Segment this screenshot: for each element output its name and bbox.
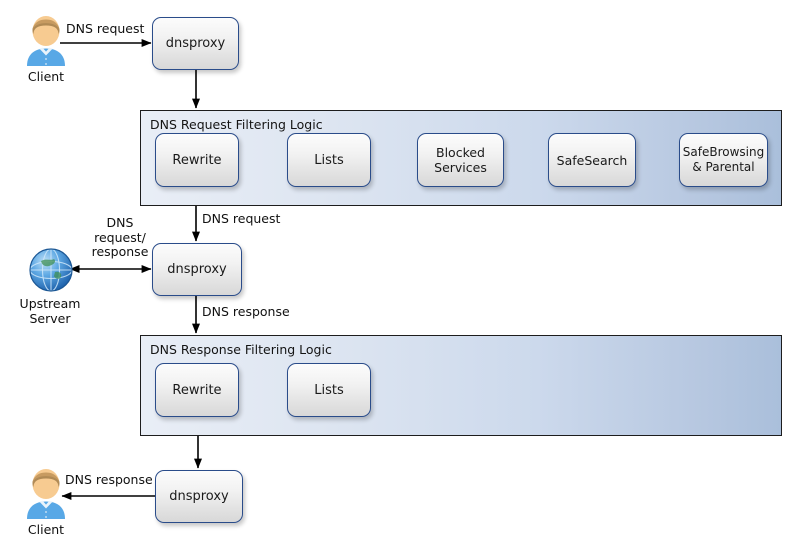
stage-req-lists[interactable]: Lists: [287, 133, 371, 187]
caption-client-bottom: Client: [27, 522, 65, 537]
group-dns-response-filtering: DNS Response Filtering Logic: [140, 335, 782, 436]
caption-client-top: Client: [27, 69, 65, 84]
stage-req-rewrite[interactable]: Rewrite: [155, 133, 239, 187]
globe-icon: [29, 248, 73, 292]
stage-res-rewrite[interactable]: Rewrite: [155, 363, 239, 417]
person-icon: [27, 469, 65, 519]
node-label: dnsproxy: [169, 489, 229, 504]
stage-label: Blocked Services: [434, 145, 487, 175]
stage-req-safebrowsing-parental[interactable]: SafeBrowsing & Parental: [679, 133, 768, 187]
node-dnsproxy-bottom[interactable]: dnsproxy: [155, 470, 243, 523]
node-label: dnsproxy: [165, 36, 226, 51]
edge-label-dnsproxy-to-client: DNS response: [65, 472, 153, 487]
group-title-response-filtering: DNS Response Filtering Logic: [150, 342, 332, 357]
stage-label: Rewrite: [172, 382, 222, 398]
caption-upstream-server: Upstream Server: [19, 296, 81, 326]
edge-label-dnsproxy-to-response-filtering: DNS response: [202, 304, 290, 319]
stage-res-lists[interactable]: Lists: [287, 363, 371, 417]
stage-label: SafeSearch: [556, 152, 628, 168]
edge-label-client-to-dnsproxy: DNS request: [66, 21, 145, 36]
stage-req-blocked-services[interactable]: Blocked Services: [417, 133, 504, 187]
group-title-request-filtering: DNS Request Filtering Logic: [150, 117, 323, 132]
stage-label: Rewrite: [172, 152, 222, 168]
node-dnsproxy-top[interactable]: dnsproxy: [152, 17, 239, 70]
person-icon: [27, 16, 65, 66]
stage-label: Lists: [314, 152, 344, 168]
edge-label-upstream-exchange: DNS request/ response: [91, 215, 149, 259]
stage-label: SafeBrowsing & Parental: [682, 145, 765, 174]
edge-label-dnsproxy-to-request-filtering: DNS request: [202, 211, 281, 226]
node-label: dnsproxy: [167, 262, 227, 277]
stage-req-safesearch[interactable]: SafeSearch: [548, 133, 636, 187]
stage-label: Lists: [314, 382, 344, 398]
node-dnsproxy-middle[interactable]: dnsproxy: [152, 243, 242, 296]
